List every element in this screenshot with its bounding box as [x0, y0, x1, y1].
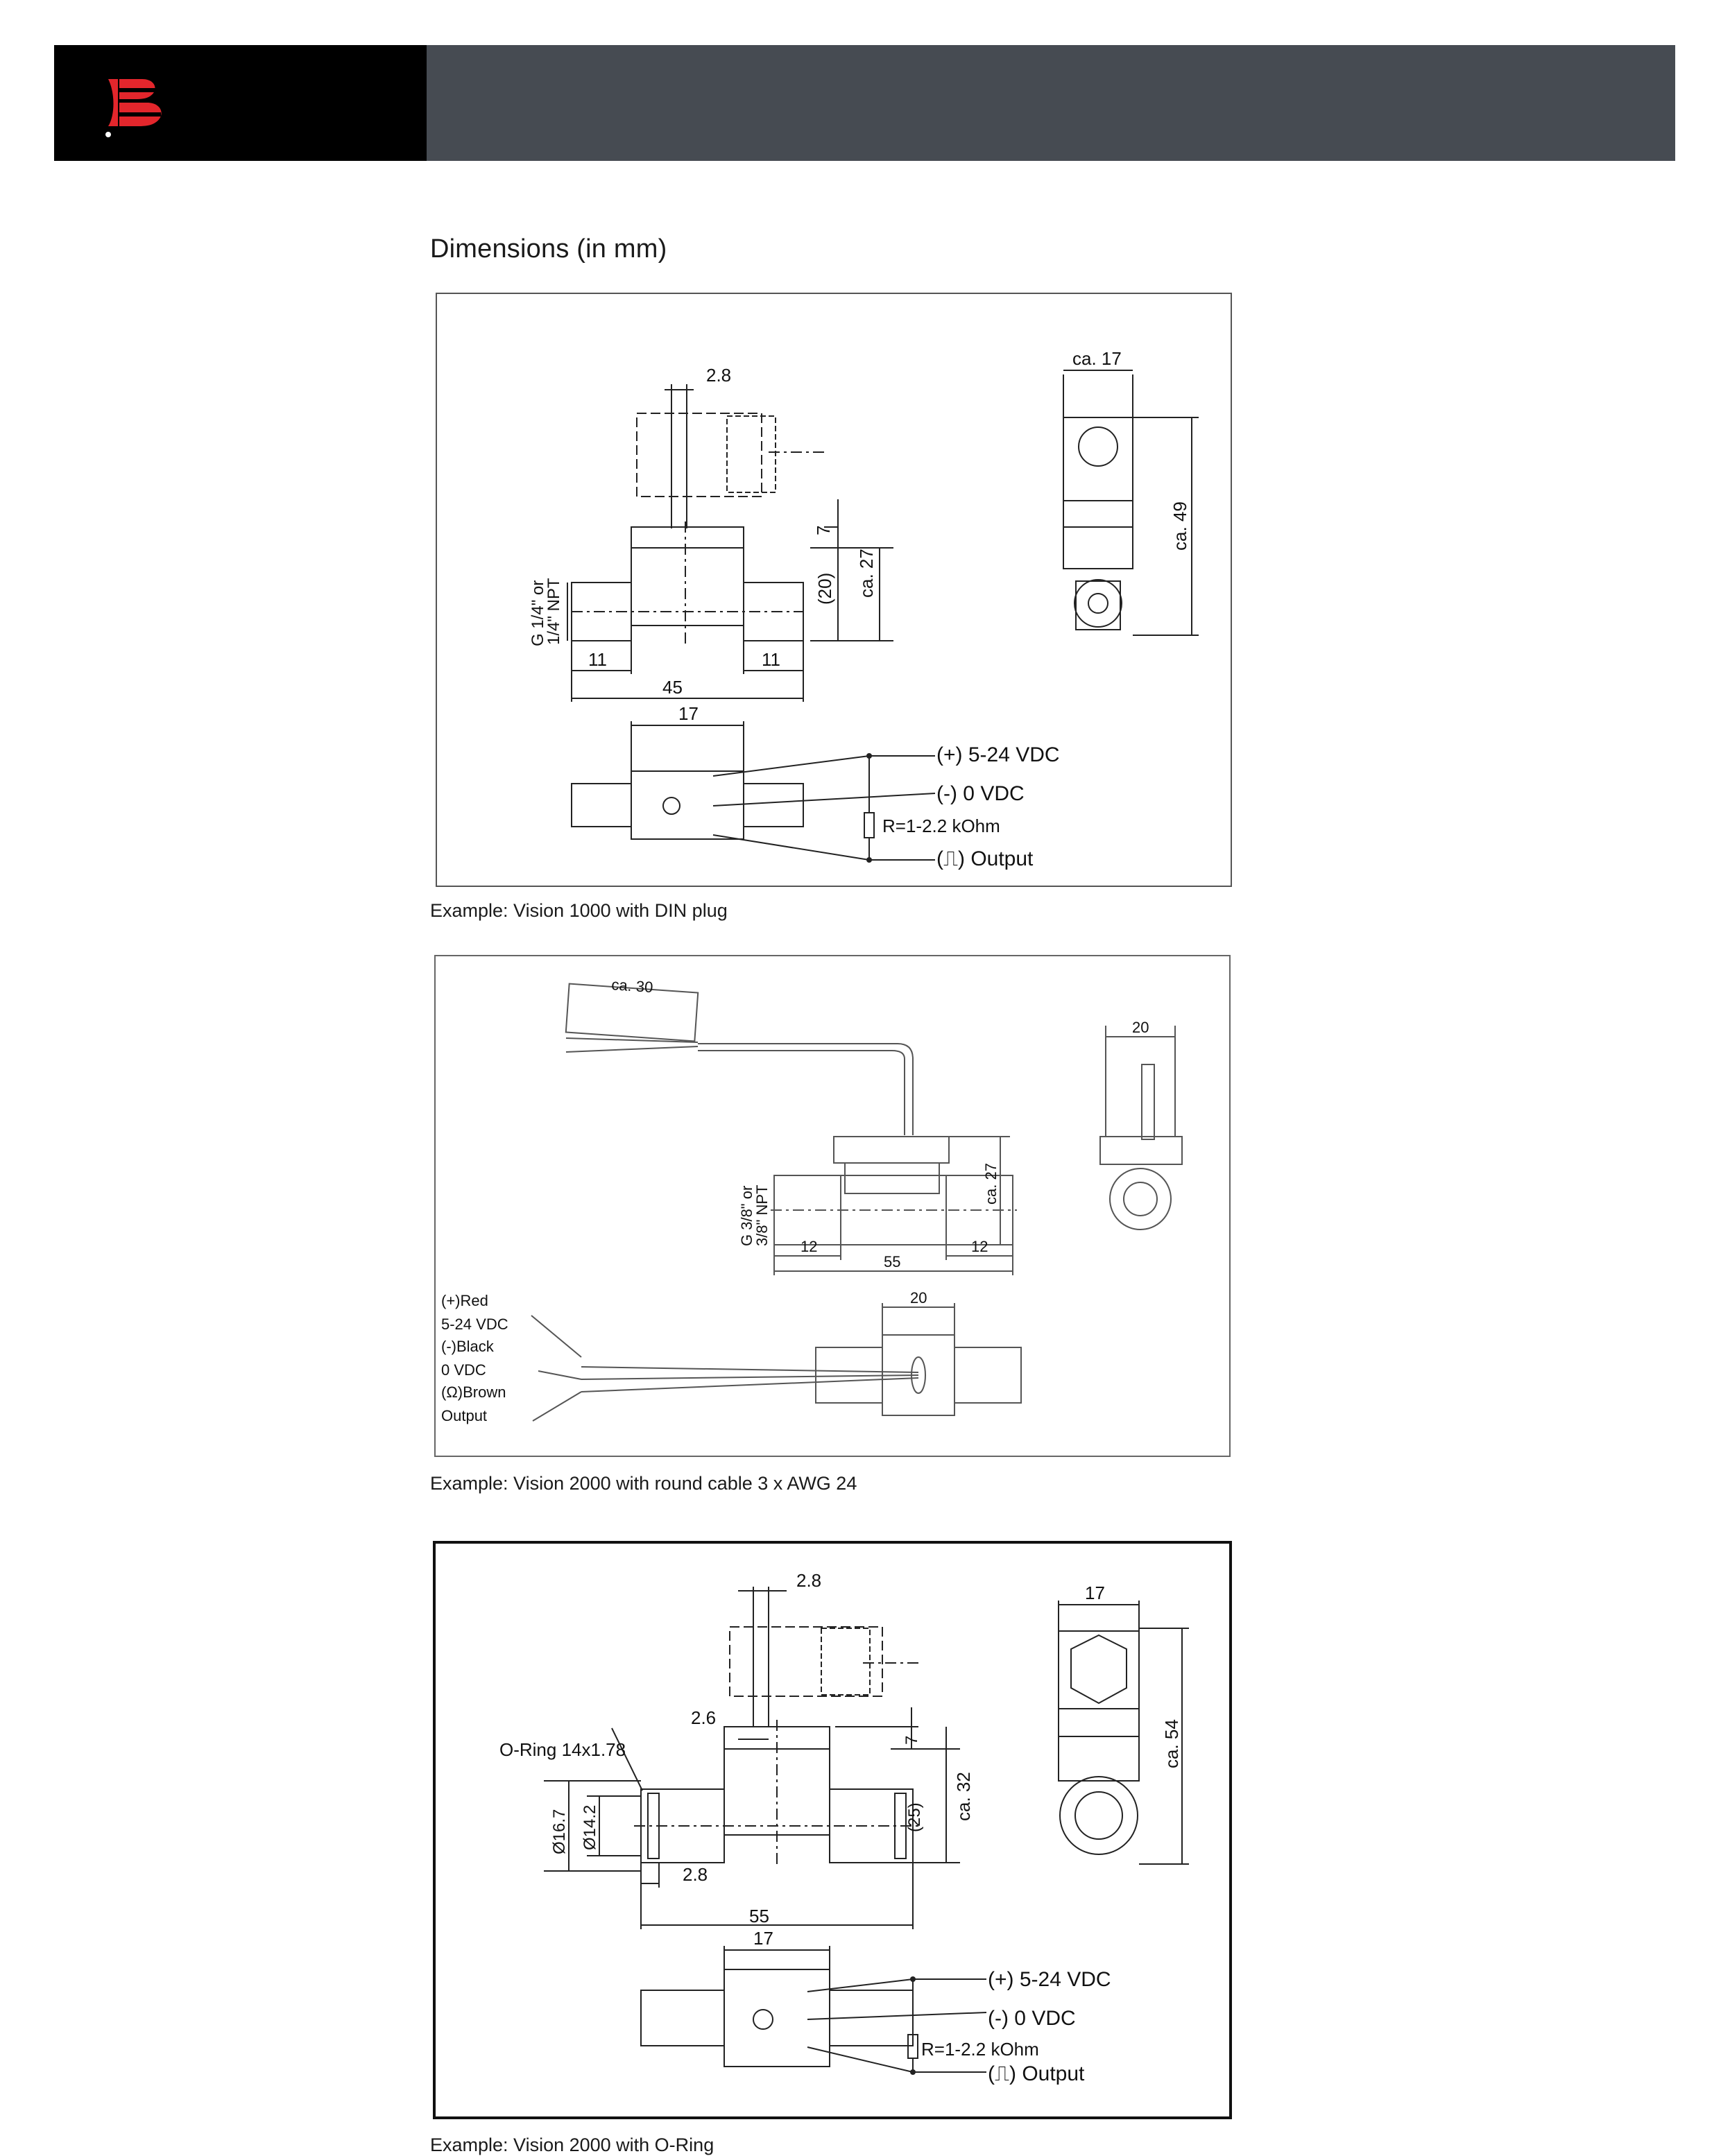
- dim-17: 17: [753, 1928, 773, 1949]
- dim-11-right: 11: [762, 649, 780, 670]
- wire-brown-label: (Ω)Brown: [441, 1383, 506, 1401]
- dim-ca27: ca. 27: [982, 1163, 1000, 1205]
- section-title: Dimensions (in mm): [430, 234, 667, 264]
- wire-output-label: (⎍) Output: [936, 847, 1034, 870]
- thread-label-1: G 1/4" or: [529, 580, 547, 646]
- figure-vision-2000-cable: ca. 30 20 ca. 27 G 3/8" or 3/8" NPT 12 1…: [434, 955, 1231, 1457]
- dim-7: 7: [813, 526, 834, 535]
- figure-vision-2000-oring: 2.8 17 2.6 O-Ring 14x1.78 7 (25) ca. 32 …: [433, 1541, 1232, 2119]
- dim-2-8-bottom: 2.8: [683, 1864, 708, 1885]
- thread-label-2: 1/4" NPT: [545, 578, 563, 645]
- dim-2-8-top: 2.8: [796, 1570, 821, 1591]
- caption-figure-3: Example: Vision 2000 with O-Ring: [430, 2135, 714, 2155]
- resistor-label: R=1-2.2 kOhm: [921, 2039, 1039, 2060]
- dim-dia-14-2: Ø14.2: [581, 1805, 599, 1850]
- dim-dia-16-7: Ø16.7: [550, 1809, 569, 1854]
- oring-label: O-Ring 14x1.78: [499, 1739, 626, 1760]
- dim-7: 7: [902, 1736, 921, 1745]
- wire-red-label: (+)Red: [441, 1292, 488, 1309]
- dim-ca17: ca. 17: [1072, 348, 1122, 369]
- brand-logo: [105, 79, 162, 137]
- wire-plus-label: (+) 5-24 VDC: [936, 743, 1060, 766]
- drawing-vision-2000-cable: ca. 30 20 ca. 27 G 3/8" or 3/8" NPT 12 1…: [434, 955, 1231, 1457]
- dim-55: 55: [884, 1253, 900, 1270]
- dim-17-side: 17: [1085, 1582, 1105, 1603]
- drawing-vision-2000-oring: 2.8 17 2.6 O-Ring 14x1.78 7 (25) ca. 32 …: [433, 1541, 1232, 2119]
- caption-figure-1: Example: Vision 1000 with DIN plug: [430, 900, 728, 921]
- thread-label-1: G 3/8" or: [738, 1186, 755, 1246]
- dim-55: 55: [749, 1906, 769, 1926]
- dim-ca49: ca. 49: [1170, 501, 1190, 551]
- dim-17: 17: [678, 703, 699, 724]
- resistor-label: R=1-2.2 kOhm: [882, 816, 1000, 836]
- wire-brown-output: Output: [441, 1407, 487, 1424]
- dim-11-left: 11: [588, 649, 607, 670]
- dim-25: (25): [905, 1802, 924, 1832]
- dim-20: (20): [814, 573, 835, 605]
- figure-vision-1000-din: 2.8 ca. 17 7 (20) ca. 27 ca. 49 G 1/4" o…: [436, 293, 1232, 887]
- dim-20-side: 20: [1132, 1019, 1149, 1036]
- caption-figure-2: Example: Vision 2000 with round cable 3 …: [430, 1473, 857, 1494]
- drawing-vision-1000: 2.8 ca. 17 7 (20) ca. 27 ca. 49 G 1/4" o…: [436, 293, 1232, 887]
- dim-ca32: ca. 32: [953, 1772, 974, 1821]
- wire-black-voltage: 0 VDC: [441, 1361, 486, 1379]
- wire-minus-label: (-) 0 VDC: [988, 2007, 1076, 2030]
- wire-minus-label: (-) 0 VDC: [936, 782, 1025, 805]
- dim-12-right: 12: [971, 1238, 988, 1255]
- dim-ca54: ca. 54: [1161, 1719, 1182, 1768]
- thread-label-2: 3/8" NPT: [753, 1184, 771, 1246]
- dim-12-left: 12: [800, 1238, 817, 1255]
- wire-plus-label: (+) 5-24 VDC: [988, 1968, 1111, 1991]
- dim-ca30: ca. 30: [611, 976, 654, 996]
- dim-2-8: 2.8: [706, 365, 731, 386]
- dim-2-6: 2.6: [691, 1707, 716, 1728]
- dim-20-bottom: 20: [910, 1289, 927, 1306]
- dim-45: 45: [662, 677, 683, 698]
- wire-red-voltage: 5-24 VDC: [441, 1316, 508, 1333]
- dim-ca27: ca. 27: [856, 549, 877, 598]
- wire-output-label: (⎍) Output: [988, 2062, 1085, 2085]
- wire-black-label: (-)Black: [441, 1338, 495, 1355]
- header-bar: [427, 45, 1675, 161]
